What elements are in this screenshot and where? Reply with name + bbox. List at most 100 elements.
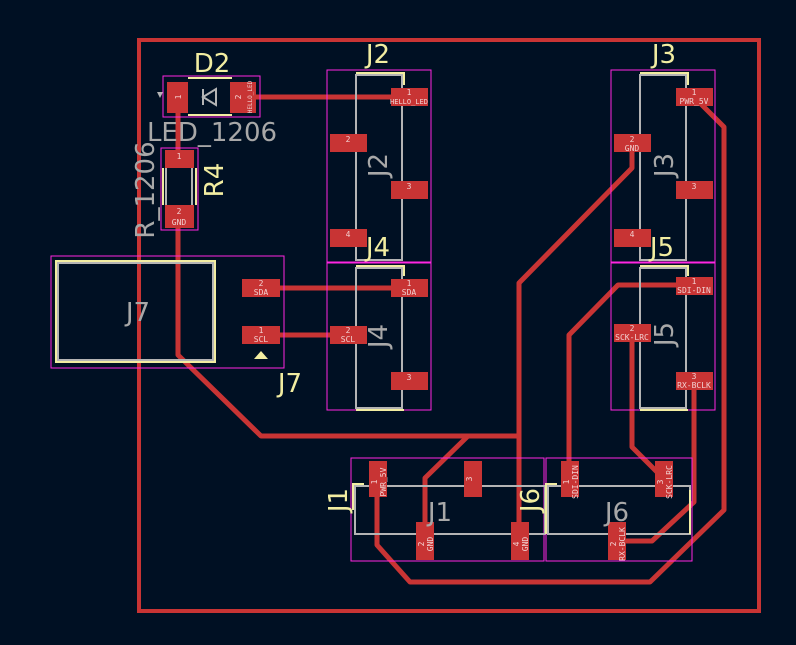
j2-ref: J2 <box>364 40 390 70</box>
j1-pad-4-net: GND <box>521 537 530 552</box>
traces <box>175 94 727 585</box>
d2-pad-2[interactable] <box>230 82 256 113</box>
j1-pad-2-num: 2 <box>417 541 426 546</box>
j3-pad-4[interactable] <box>614 229 651 247</box>
j6-pad-3-net: SCK-LRC <box>665 465 674 499</box>
j6-pad-2-net: RX-BCLK <box>618 527 627 561</box>
footprint-j1[interactable]: 1 PWR_5V 3 2 GND 4 GND J1 J1 <box>324 457 546 562</box>
j2-pad-4[interactable] <box>330 229 367 247</box>
j4-pad-1-num: 1 <box>407 279 412 288</box>
r4-pad-2[interactable] <box>165 205 194 228</box>
footprint-d2[interactable]: 1 2 HELLO_LED D2 LED_1206 <box>147 49 277 148</box>
r4-ref: R4 <box>200 163 230 198</box>
j1-pad-3[interactable] <box>464 461 482 497</box>
trace-pwr-5v[interactable] <box>374 94 727 585</box>
j2-pad-1-net: HELLO_LED <box>390 98 428 106</box>
d2-pad-2-num: 2 <box>234 94 243 99</box>
j4-pad-3-num: 3 <box>407 373 412 382</box>
j2-pad-3-num: 3 <box>407 182 412 191</box>
j5-pad-3-net: RX-BCLK <box>677 381 711 390</box>
j7-pad-1[interactable] <box>242 326 280 344</box>
r4-pad-2-net: GND <box>172 218 187 227</box>
pin1-marker-icon <box>157 92 163 98</box>
trace-gnd-j1-2[interactable] <box>422 433 471 543</box>
trace-sck-lrc[interactable] <box>629 330 667 482</box>
j4-pad-2[interactable] <box>330 326 367 344</box>
j6-pad-2-num: 2 <box>609 541 618 546</box>
j6-pad-3[interactable] <box>655 461 673 497</box>
j1-pad-1[interactable] <box>369 461 387 497</box>
j1-pad-4[interactable] <box>511 522 529 560</box>
j1-pad-2-net: GND <box>426 537 435 552</box>
d2-value: LED_1206 <box>147 118 277 148</box>
j2-pad-3[interactable] <box>391 181 428 199</box>
j7-ref: J7 <box>276 369 302 399</box>
trace-sdi-din[interactable] <box>566 282 697 482</box>
d2-ref: D2 <box>194 49 231 79</box>
j5-pad-3-num: 3 <box>692 372 697 381</box>
footprint-j7[interactable]: 2 SDA 1 SCL J7 J7 <box>50 255 302 399</box>
j1-pad-3-num: 3 <box>465 476 474 481</box>
j5-pad-2[interactable] <box>614 324 651 342</box>
d2-pad-1[interactable] <box>167 82 188 113</box>
j5-ref: J5 <box>648 233 674 263</box>
trace-gnd[interactable] <box>175 213 522 439</box>
j6-pad-2[interactable] <box>608 522 626 560</box>
r4-pad-1-num: 1 <box>177 152 182 161</box>
j2-pad-1-num: 1 <box>407 88 412 97</box>
j3-pad-1[interactable] <box>676 88 713 106</box>
footprint-j6[interactable]: 1 SDI-DIN 3 SCK-LRC 2 RX-BCLK J6 J6 <box>516 457 693 562</box>
j5-pad-2-net: SCK-LRC <box>615 333 649 342</box>
j5-pad-1-num: 1 <box>692 277 697 286</box>
j4-pad-1-net: SDA <box>402 288 417 297</box>
j3-pad-3[interactable] <box>676 181 713 199</box>
j4-pad-1[interactable] <box>391 279 428 297</box>
j4-pad-2-num: 2 <box>346 326 351 335</box>
j3-pad-2-num: 2 <box>630 135 635 144</box>
r4-value: R_1206 <box>131 141 161 238</box>
footprint-j4[interactable]: 1 SDA 2 SCL 3 J4 J4 <box>326 233 432 411</box>
j1-pad-1-num: 1 <box>370 479 379 484</box>
j3-pad-1-net: PWR_5V <box>680 97 709 106</box>
j3-pad-3-num: 3 <box>692 182 697 191</box>
d2-pad-2-net: HELLO_LED <box>247 80 254 113</box>
j5-pad-2-num: 2 <box>630 324 635 333</box>
j2-pad-4-num: 4 <box>346 230 351 239</box>
r4-pad-1[interactable] <box>165 150 194 168</box>
j1-ref: J1 <box>324 488 354 514</box>
j4-pad-3[interactable] <box>391 372 428 390</box>
j3-pad-2[interactable] <box>614 134 651 152</box>
trace-gnd-j3[interactable] <box>516 140 635 543</box>
j7-pad-2[interactable] <box>242 279 280 297</box>
board-outline <box>137 38 761 613</box>
r4-pad-2-num: 2 <box>177 207 182 216</box>
footprint-j3[interactable]: 1 PWR_5V 2 GND 3 4 J3 J3 <box>610 40 716 263</box>
j7-pad-1-net: SCL <box>254 335 269 344</box>
j1-pad-4-num: 4 <box>512 541 521 546</box>
j2-fab-ref: J2 <box>364 153 394 179</box>
footprint-j2[interactable]: 1 HELLO_LED 2 3 4 J2 J2 <box>326 40 432 263</box>
trace-rx-bclk[interactable] <box>614 378 697 544</box>
j7-pad-2-num: 2 <box>259 279 264 288</box>
footprint-j5[interactable]: 1 SDI-DIN 2 SCK-LRC 3 RX-BCLK J5 J5 <box>610 233 716 411</box>
j4-pad-2-net: SCL <box>341 335 356 344</box>
j2-pad-2[interactable] <box>330 134 367 152</box>
j1-pad-2[interactable] <box>416 522 434 560</box>
j6-ref: J6 <box>516 488 546 514</box>
j6-pad-1-net: SDI-DIN <box>571 465 580 499</box>
j7-pad-2-net: SDA <box>254 288 269 297</box>
j3-ref: J3 <box>650 40 676 70</box>
j5-fab-ref: J5 <box>650 322 680 348</box>
j3-pad-1-num: 1 <box>692 88 697 97</box>
j5-pad-1[interactable] <box>676 277 713 295</box>
j6-fab-ref: J6 <box>603 498 629 528</box>
j5-pad-3[interactable] <box>676 372 713 390</box>
j4-ref: J4 <box>364 233 390 263</box>
j6-pad-1[interactable] <box>561 461 579 497</box>
j2-pad-1[interactable] <box>391 88 428 106</box>
d2-pad-1-num: 1 <box>174 94 183 99</box>
footprint-r4[interactable]: 1 2 GND R4 R_1206 <box>131 141 230 238</box>
diode-icon <box>201 87 217 107</box>
j7-pad-1-num: 1 <box>259 326 264 335</box>
